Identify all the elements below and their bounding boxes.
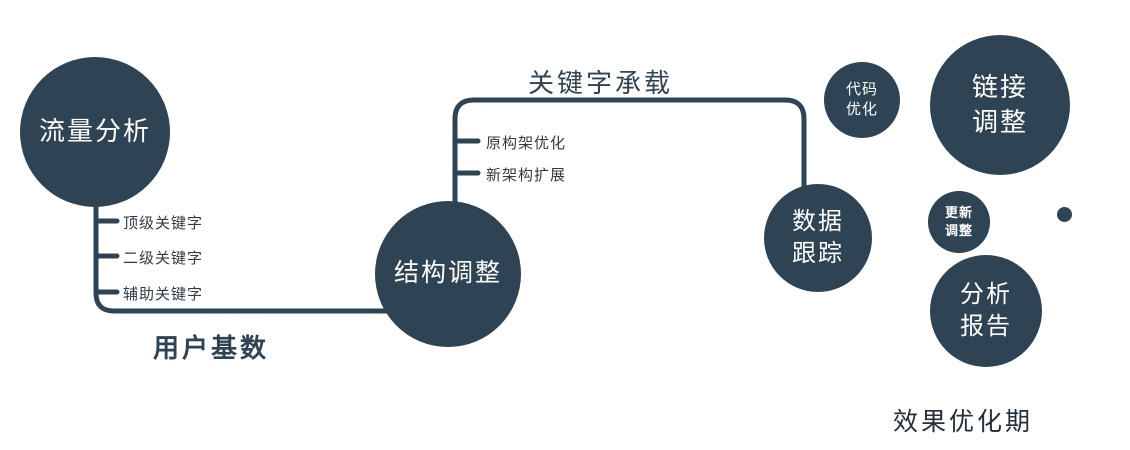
node-link-adjustment-line2: 调整 xyxy=(971,107,1028,137)
node-update-adjustment-line1: 更新 xyxy=(944,205,973,221)
node-update-adjustment: 更新 调整 xyxy=(928,191,990,253)
node-data-tracking: 数据 跟踪 xyxy=(764,184,872,292)
node-traffic-analysis-label: 流量分析 xyxy=(38,116,151,147)
node-data-tracking-line1: 数据 xyxy=(792,207,844,235)
edge-label-user-base: 用户基数 xyxy=(153,333,270,363)
node-code-optimization-line2: 优化 xyxy=(845,101,878,118)
branch-label-auxiliary-keywords: 辅助关键字 xyxy=(123,286,204,303)
node-link-adjustment-line1: 链接 xyxy=(971,71,1028,102)
branch-label-top-keywords: 顶级关键字 xyxy=(123,215,204,232)
node-link-adjustment: 链接 调整 xyxy=(930,35,1070,175)
node-update-adjustment-line2: 调整 xyxy=(944,223,973,238)
node-structure-adjust: 结构调整 xyxy=(375,201,521,347)
small-dot-marker xyxy=(1057,207,1072,222)
node-code-optimization: 代码 优化 xyxy=(824,62,900,138)
edge-label-keyword-load: 关键字承载 xyxy=(528,68,674,98)
node-code-optimization-line1: 代码 xyxy=(845,80,878,98)
node-traffic-analysis: 流量分析 xyxy=(20,57,170,207)
branch-label-second-keywords: 二级关键字 xyxy=(123,250,204,267)
branch-label-original-architecture: 原构架优化 xyxy=(486,135,567,152)
node-structure-adjust-label: 结构调整 xyxy=(393,259,502,288)
node-data-tracking-line2: 跟踪 xyxy=(792,240,844,267)
node-analysis-report-line1: 分析 xyxy=(960,280,1012,308)
node-analysis-report: 分析 报告 xyxy=(930,255,1042,367)
connector-structure-to-tracking xyxy=(452,97,807,208)
branch-label-new-architecture: 新架构扩展 xyxy=(486,167,567,184)
node-analysis-report-line2: 报告 xyxy=(960,313,1012,340)
footer-label-effect-optimization: 效果优化期 xyxy=(893,408,1034,436)
